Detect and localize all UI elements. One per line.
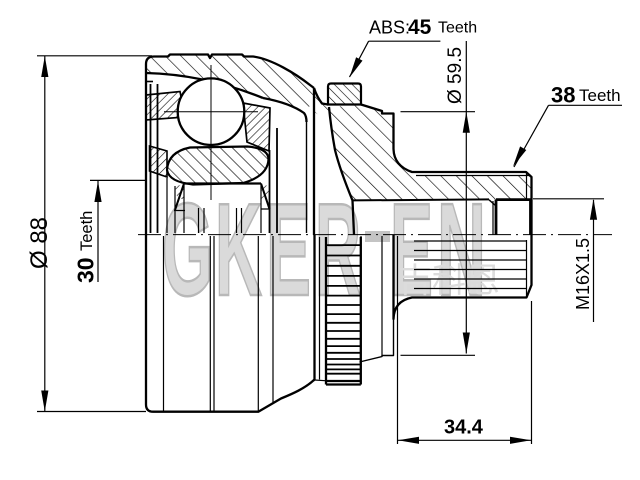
svg-text:G: G	[162, 177, 213, 324]
svg-text:Ø 59.5: Ø 59.5	[445, 47, 466, 104]
svg-text:34.4: 34.4	[444, 417, 484, 439]
svg-text:吉科恩: 吉科恩	[398, 262, 500, 300]
svg-text:Teeth: Teeth	[78, 211, 96, 251]
svg-text:30: 30	[73, 257, 99, 283]
svg-text:M16X1.5: M16X1.5	[573, 238, 593, 310]
svg-text:Teeth: Teeth	[438, 20, 477, 37]
svg-text:K: K	[215, 177, 262, 324]
svg-text:ABS:: ABS:	[369, 18, 410, 38]
svg-text:45: 45	[408, 16, 432, 39]
svg-text:38: 38	[551, 83, 575, 108]
svg-text:Ø 88: Ø 88	[26, 217, 53, 269]
svg-text:Teeth: Teeth	[579, 86, 621, 105]
